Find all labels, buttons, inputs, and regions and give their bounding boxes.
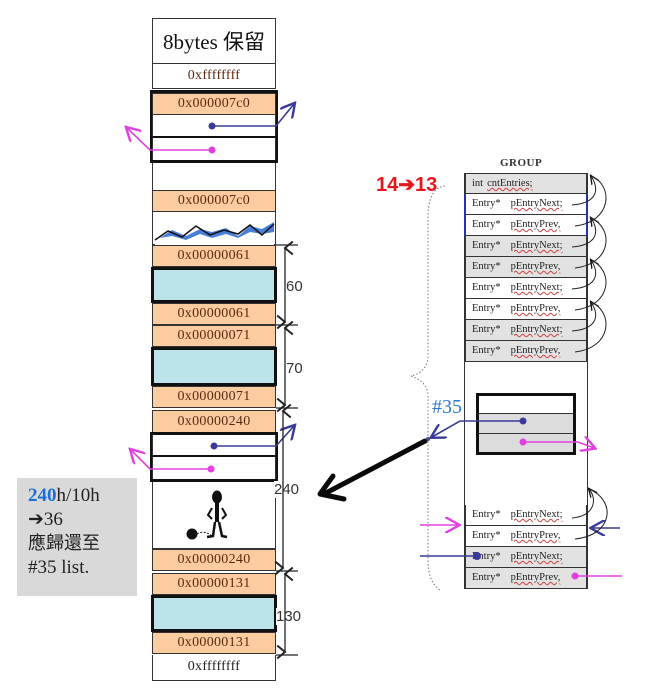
field-name: pEntryNext; — [510, 324, 563, 335]
heap-cell-chunk-131-head: 0x00000131 — [152, 573, 276, 595]
external-prev-pointer-out — [571, 572, 622, 580]
heap-cell-free-7c0-tail: 0x000007c0 — [152, 190, 276, 212]
group-title: GROUP — [500, 157, 543, 169]
field-name: pEntryPrev, — [510, 219, 561, 230]
prisoner-figure-icon — [186, 490, 228, 540]
group-dotted-brace — [409, 185, 446, 591]
field-name: pEntryPrev, — [510, 572, 561, 583]
field-name: pEntryPrev, — [510, 303, 561, 314]
heap-cell-chunk-131-tail: 0x00000131 — [152, 632, 276, 654]
field-name: pEntryPrev, — [510, 261, 561, 272]
free-7c0-prev-pointer — [127, 128, 216, 154]
field-type: Entry* — [472, 261, 501, 272]
free-240-prev-pointer — [131, 450, 215, 473]
field-name: pEntryNext; — [510, 509, 563, 520]
group-row-entry: Entry* pEntryPrev, — [465, 568, 587, 589]
field-type: Entry* — [472, 324, 501, 335]
note-line-4: #35 list. — [28, 557, 90, 578]
heap-header: 8bytes 保留 — [152, 18, 276, 64]
dimension-lines — [276, 245, 298, 655]
note-line-2-value: 36 — [43, 509, 63, 530]
empty-list-self-links — [571, 176, 608, 540]
arrow-right-icon: ➔ — [28, 509, 44, 530]
list-35-next-slot — [479, 413, 573, 433]
chunk-71-body — [151, 347, 277, 386]
note-line-3: 應歸還至 — [28, 533, 100, 554]
note-line-1: 240h/10h — [28, 484, 137, 508]
big-return-arrow — [317, 438, 428, 502]
field-type: Entry* — [472, 530, 501, 541]
external-next-pointer-out — [420, 552, 481, 560]
field-type: Entry* — [472, 282, 501, 293]
field-name: pEntryNext; — [510, 240, 563, 251]
heap-cell-free-7c0-head: 0x000007c0 — [152, 93, 276, 115]
list-35-prev-pointer — [519, 439, 595, 449]
note-box: 240h/10h ➔36 應歸還至 #35 list. — [17, 478, 137, 596]
field-name: pEntryNext; — [510, 282, 563, 293]
group-row-entry: Entry* pEntryPrev, — [465, 341, 587, 362]
note-line-2: ➔36 — [28, 508, 137, 532]
group-row-entry: Entry* pEntryPrev, — [465, 257, 587, 278]
heap-cell-bottom-sentinel: 0xffffffff — [152, 655, 276, 681]
chunk-131-body — [151, 595, 277, 632]
field-name: pEntryPrev, — [510, 530, 561, 541]
field-type: Entry* — [472, 551, 501, 562]
heap-cell-chunk-71-tail: 0x00000071 — [152, 386, 276, 408]
group-row-entry: Entry* pEntryNext; — [465, 278, 587, 299]
field-type: Entry* — [472, 240, 501, 251]
note-highlight: 240 — [28, 485, 57, 506]
group-row-entry: Entry* pEntryNext; — [465, 320, 587, 341]
group-highlight-border — [464, 194, 588, 236]
list-35-next-pointer — [426, 417, 527, 441]
field-type: Entry* — [472, 345, 501, 356]
group-row-entry: Entry* pEntryNext; — [465, 236, 587, 257]
free-7c0-next-pointer — [208, 104, 295, 130]
wave-icon — [154, 222, 275, 245]
list-35-label: #35 — [432, 396, 462, 418]
field-type: int — [472, 178, 484, 189]
heap-cell-chunk-71-head: 0x00000071 — [152, 325, 276, 347]
free-240-next-pointer — [210, 426, 295, 450]
heap-cell-chunk-61-head: 0x00000061 — [152, 245, 276, 267]
field-type: Entry* — [472, 198, 501, 209]
free-7c0-gap — [152, 163, 276, 190]
group-row-entry: Entry* pEntryPrev, — [465, 526, 587, 547]
chunk-61-body — [151, 267, 277, 303]
heap-cell-chunk-240-tail: 0x00000240 — [152, 549, 276, 571]
field-name: cntEntries; — [487, 178, 533, 189]
group-row-entry: Entry* pEntryNext; — [465, 547, 587, 568]
field-type: Entry* — [472, 303, 501, 314]
field-name: pEntryPrev, — [510, 345, 561, 356]
group-row-entry: Entry* pEntryPrev, — [465, 299, 587, 320]
field-name: pEntryNext; — [510, 198, 563, 209]
field-type: Entry* — [472, 572, 501, 583]
group-row-entry: Entry* pEntryNext; — [465, 505, 587, 526]
count-change-label: 14➔13 — [376, 174, 438, 196]
heap-cell-top-sentinel: 0xffffffff — [152, 64, 276, 89]
note-line-1-rest: h/10h — [56, 485, 100, 506]
field-name: pEntryNext; — [510, 551, 563, 562]
field-type: Entry* — [472, 219, 501, 230]
heap-cell-chunk-61-tail: 0x00000061 — [152, 303, 276, 325]
field-type: Entry* — [472, 509, 501, 520]
